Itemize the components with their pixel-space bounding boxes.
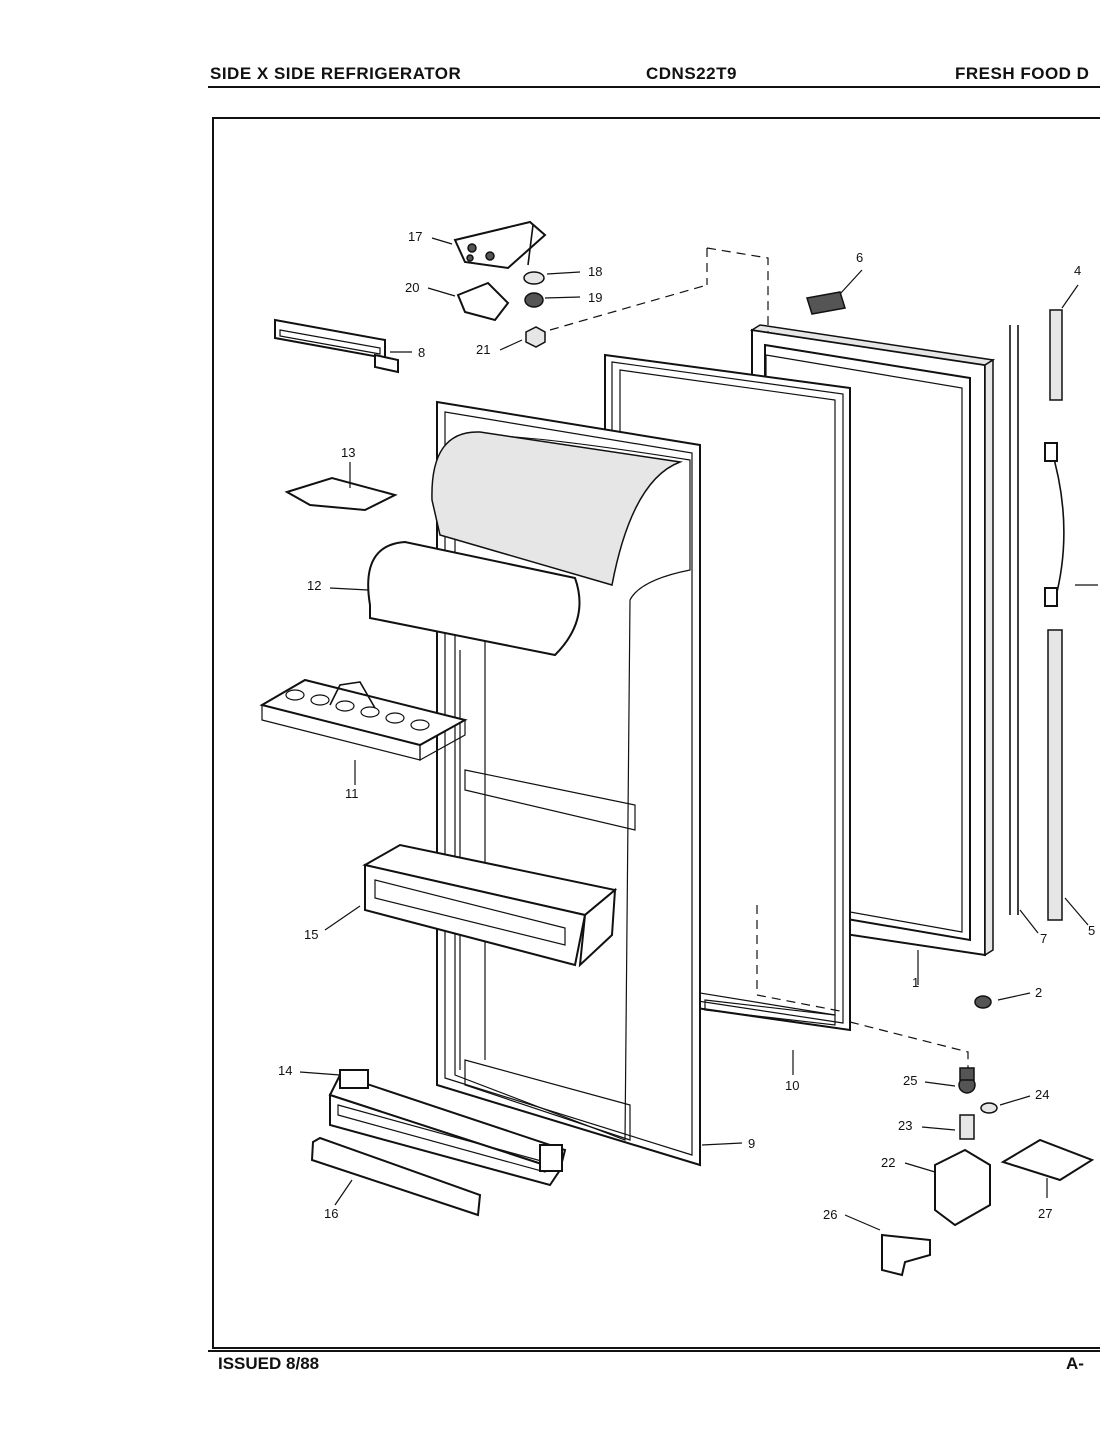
callout-14: 14 xyxy=(278,1063,292,1078)
callout-24: 24 xyxy=(1035,1087,1049,1102)
hinge-nut xyxy=(525,326,546,348)
callout-11: 11 xyxy=(345,786,359,801)
bottom-door-shelf xyxy=(328,1069,567,1187)
hinge-bushing xyxy=(524,292,544,308)
callout-leaders xyxy=(299,237,1098,1231)
header-title: SIDE X SIDE REFRIGERATOR xyxy=(210,64,462,83)
hinge-washer xyxy=(523,271,545,285)
callout-23: 23 xyxy=(898,1118,912,1133)
top-hinge xyxy=(453,220,547,270)
shelf-trim-strip xyxy=(310,1136,482,1217)
callout-21: 21 xyxy=(476,342,490,357)
dairy-compartment-door xyxy=(367,540,581,657)
callout-18: 18 xyxy=(588,264,602,279)
header-rule xyxy=(208,86,1100,88)
door-shelf xyxy=(362,843,618,968)
header-model: CDNS22T9 xyxy=(646,64,737,83)
callout-15: 15 xyxy=(304,927,318,942)
callout-17: 17 xyxy=(408,229,422,244)
butter-door xyxy=(284,476,398,512)
hinge-cover xyxy=(274,318,399,374)
diagram-frame xyxy=(212,117,1100,1349)
callout-1: 1 xyxy=(912,975,919,990)
callout-19: 19 xyxy=(588,290,602,305)
header-section: FRESH FOOD D xyxy=(955,64,1090,83)
callout-2: 2 xyxy=(1035,985,1042,1000)
door-plug xyxy=(974,995,992,1009)
callout-7: 7 xyxy=(1040,931,1047,946)
callout-10: 10 xyxy=(785,1078,799,1093)
door-liner xyxy=(431,400,701,1167)
lower-trim xyxy=(1047,629,1063,921)
callout-16: 16 xyxy=(324,1206,338,1221)
bottom-hinge-parts xyxy=(881,1067,1095,1277)
model-label xyxy=(806,291,846,315)
callout-5: 5 xyxy=(1088,923,1095,938)
footer-issued: ISSUED 8/88 xyxy=(218,1354,320,1373)
callout-13: 13 xyxy=(341,445,355,460)
callout-27: 27 xyxy=(1038,1206,1052,1221)
egg-tray xyxy=(259,678,468,762)
footer-rule xyxy=(208,1350,1100,1352)
door-handle xyxy=(1049,444,1065,601)
callout-9: 9 xyxy=(748,1136,755,1151)
callout-26: 26 xyxy=(823,1207,837,1222)
callout-4: 4 xyxy=(1074,263,1081,278)
hinge-shim xyxy=(456,281,510,322)
callout-25: 25 xyxy=(903,1073,917,1088)
callout-6: 6 xyxy=(856,250,863,265)
callout-20: 20 xyxy=(405,280,419,295)
footer-page: A- xyxy=(1066,1354,1084,1373)
callout-22: 22 xyxy=(881,1155,895,1170)
callout-8: 8 xyxy=(418,345,425,360)
callout-labels: 1 2 4 5 6 7 8 9 10 11 12 13 14 15 16 17 … xyxy=(278,229,1095,1222)
callout-12: 12 xyxy=(307,578,321,593)
upper-trim xyxy=(1049,309,1063,401)
